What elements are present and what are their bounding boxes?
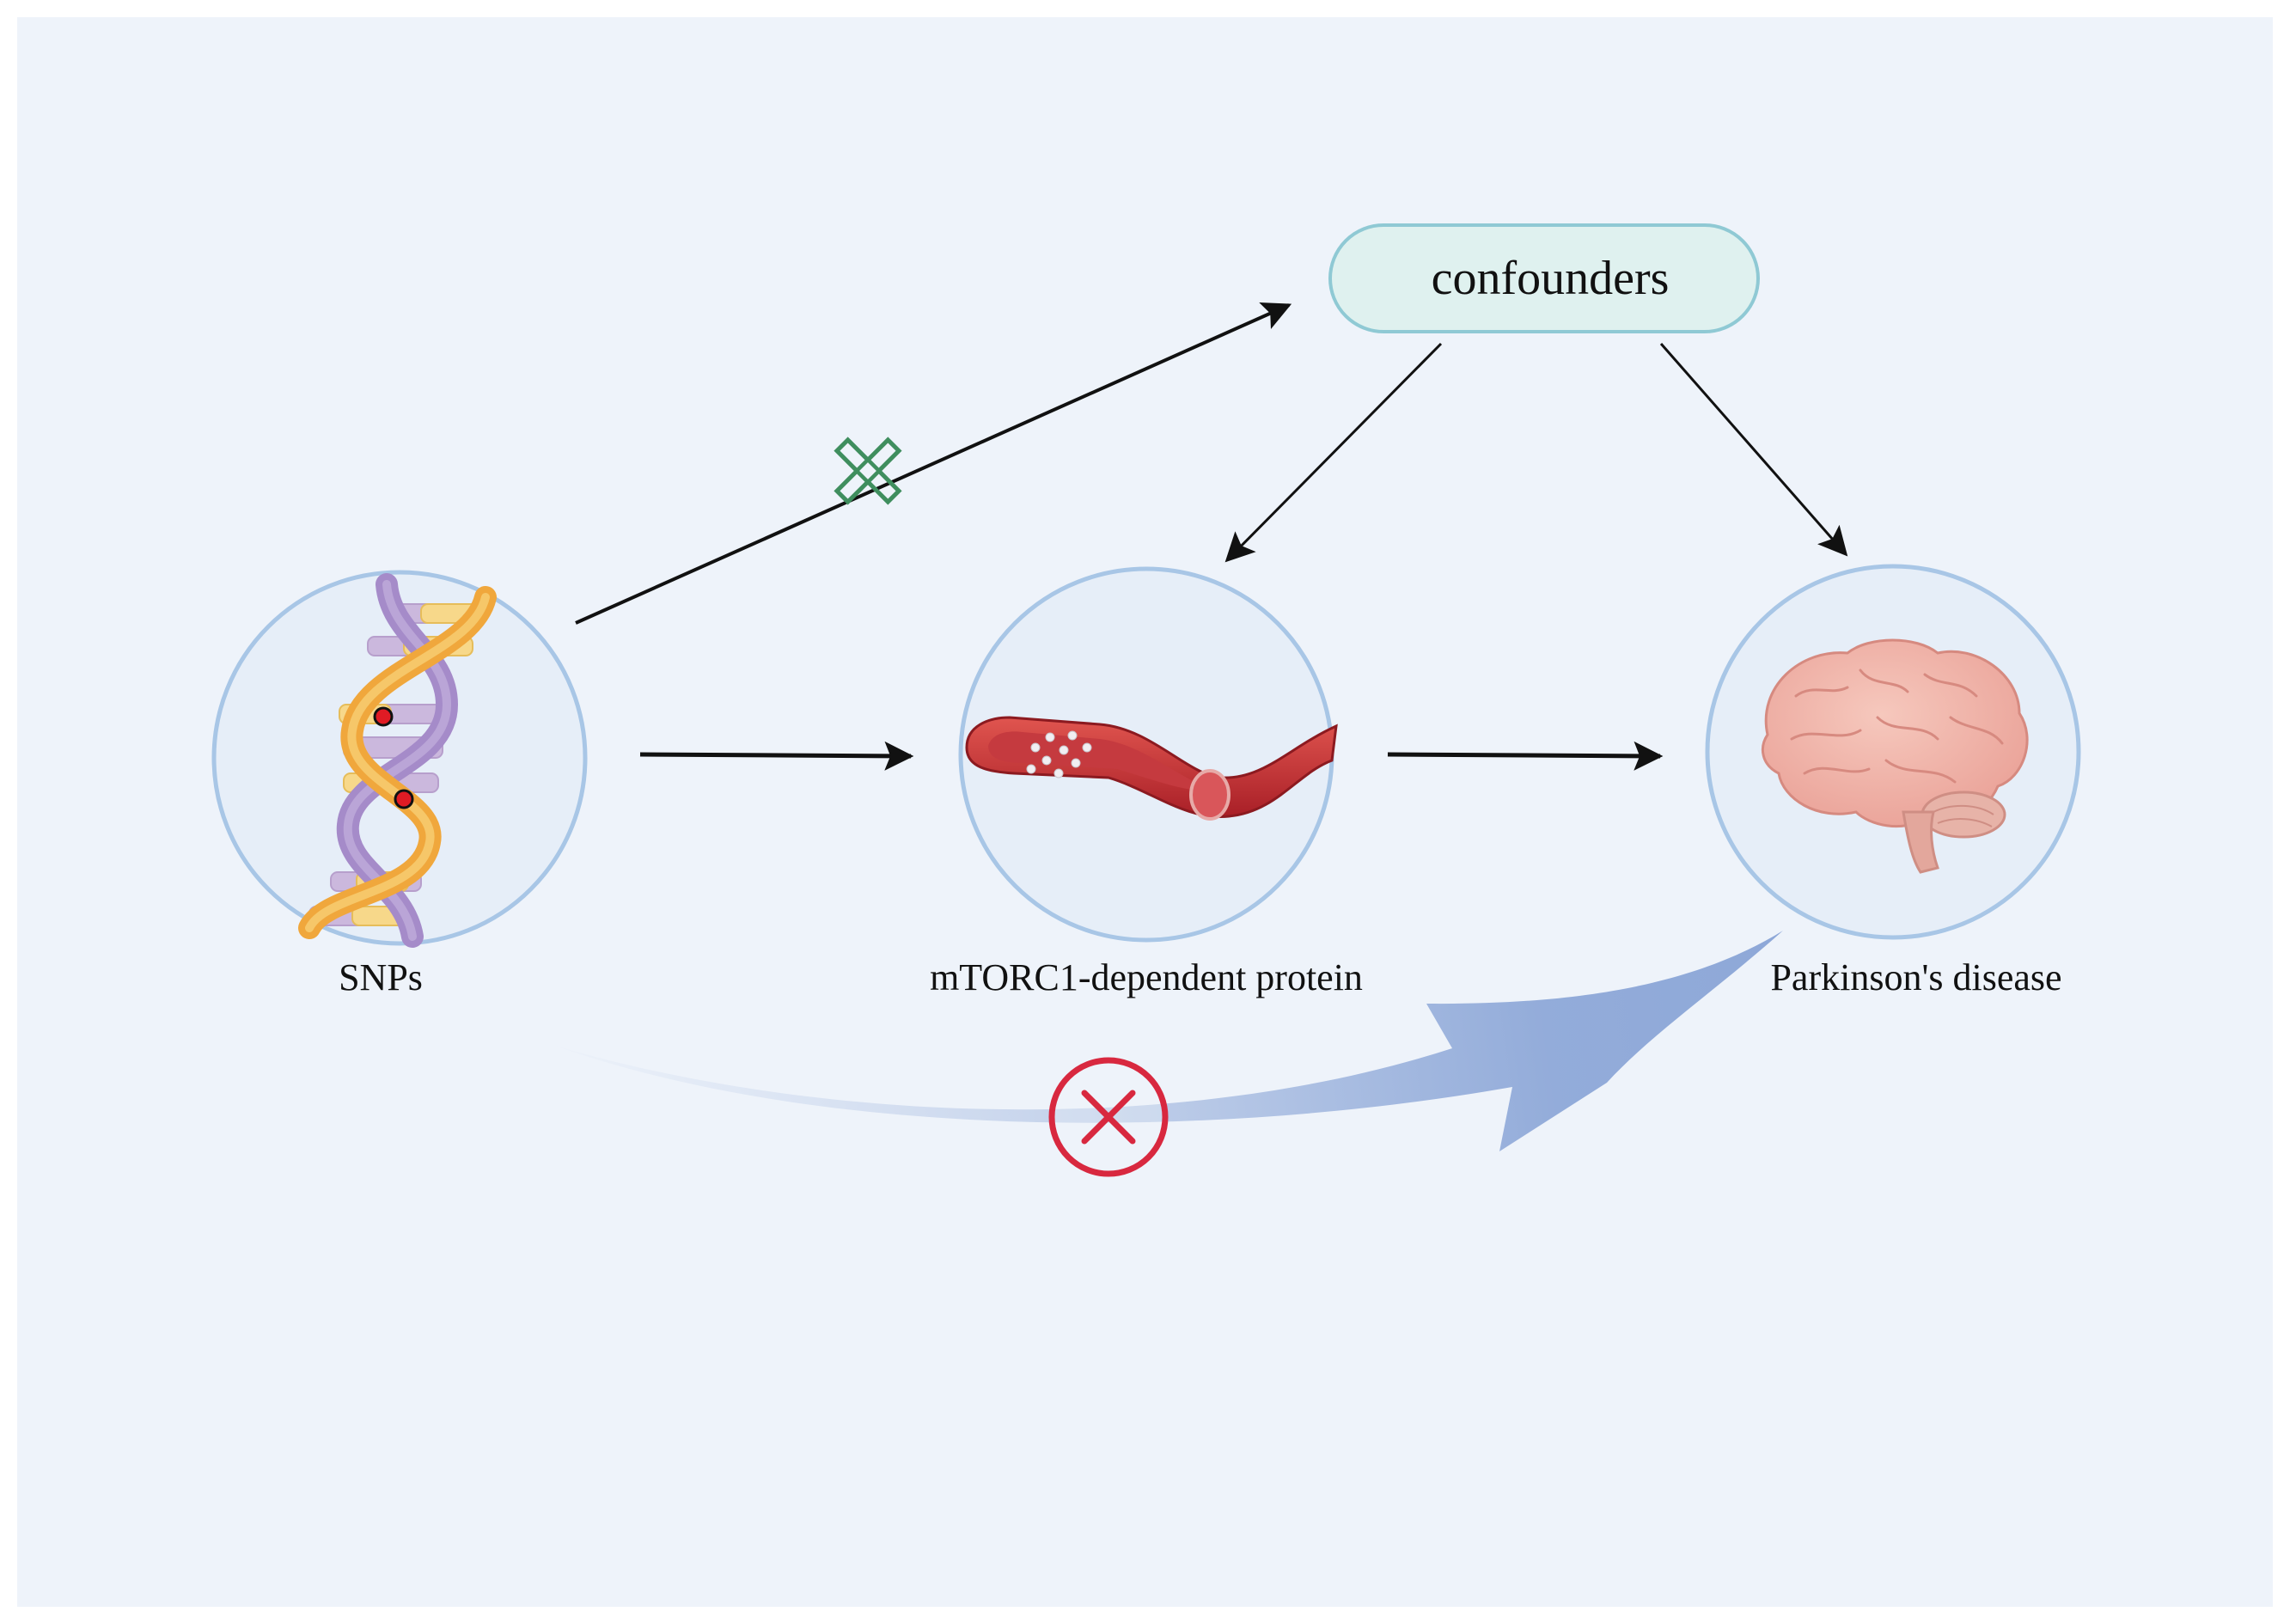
disease-node: Parkinson's disease [1705,564,2081,998]
arrow-confounders-to-disease [1659,343,1848,557]
protein-node: mTORC1-dependent protein [930,566,1363,998]
snps-node: SNPs [211,570,588,998]
red-cross-circle-icon [1048,1057,1169,1177]
protein-label: mTORC1-dependent protein [930,956,1363,998]
confounders-node: confounders [1328,223,1760,333]
arrow-snps-to-confounders [575,302,1292,625]
green-cross-icon [834,437,902,505]
arrow-snps-to-protein [639,741,914,771]
blood-vessel-icon [965,716,1338,821]
brain-icon [1761,638,2029,874]
dna-icon [298,573,497,948]
disease-label: Parkinson's disease [1770,956,2061,998]
snps-label: SNPs [339,956,423,998]
confounders-label: confounders [1432,252,1670,305]
arrow-confounders-to-protein [1224,342,1443,563]
arrow-protein-to-disease [1387,741,1664,771]
